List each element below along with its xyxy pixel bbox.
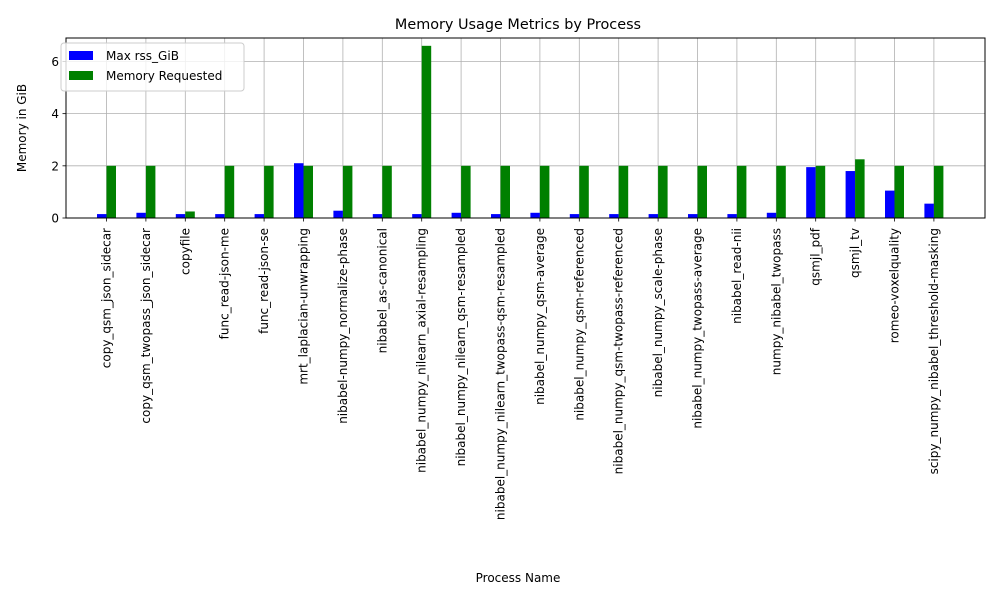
y-tick-label: 0 xyxy=(51,212,59,226)
bar-max-rss xyxy=(97,214,107,218)
y-tick-label: 2 xyxy=(51,159,59,173)
bar-max-rss xyxy=(254,214,265,218)
bar-memory-requested xyxy=(579,165,589,218)
bar-memory-requested xyxy=(224,165,235,218)
x-tick-label: qsmjl_pdf xyxy=(809,227,823,285)
y-tick-label: 6 xyxy=(51,55,59,69)
bar-memory-requested xyxy=(658,165,668,218)
x-tick-label: nibabel_numpy_nilearn_twopass-qsm-resamp… xyxy=(494,228,508,520)
bar-memory-requested xyxy=(500,165,510,218)
bar-max-rss xyxy=(175,214,186,218)
bar-max-rss xyxy=(845,171,856,218)
legend-swatch xyxy=(69,71,93,80)
x-tick-label: romeo-voxelquality xyxy=(888,228,902,343)
bar-memory-requested xyxy=(421,45,432,219)
bar-max-rss xyxy=(609,214,619,218)
x-tick-label: nibabel_numpy_twopass-average xyxy=(691,228,705,429)
bar-max-rss xyxy=(885,190,895,218)
bar-max-rss xyxy=(451,212,462,218)
bar-memory-requested xyxy=(342,165,353,218)
x-tick-label: func_read-json-se xyxy=(257,228,271,334)
bar-memory-requested xyxy=(185,211,195,218)
x-tick-label: copy_qsm_twopass_json_sidecar xyxy=(139,228,153,424)
bars xyxy=(97,45,944,219)
bar-max-rss xyxy=(766,212,777,218)
x-tick-label: nibabel_numpy_qsm-average xyxy=(533,228,547,405)
x-tick-label: nibabel_read-nii xyxy=(730,228,744,324)
x-tick-label: nibabel_numpy_nilearn_axial-resampling xyxy=(415,228,429,473)
bar-memory-requested xyxy=(736,165,747,218)
bar-memory-requested xyxy=(264,165,274,218)
chart-title: Memory Usage Metrics by Process xyxy=(395,17,641,33)
bar-memory-requested xyxy=(894,165,904,218)
bar-max-rss xyxy=(136,212,146,218)
y-axis-label: Memory in GiB xyxy=(15,84,29,172)
x-tick-label: nibabel_numpy_qsm-referenced xyxy=(572,228,586,421)
x-tick-label: copy_qsm_json_sidecar xyxy=(100,228,114,368)
bar-max-rss xyxy=(924,203,934,218)
bar-max-rss xyxy=(530,212,540,218)
bar-max-rss xyxy=(294,163,304,218)
x-axis-label: Process Name xyxy=(476,571,561,585)
bar-max-rss xyxy=(215,214,225,218)
bar-memory-requested xyxy=(382,165,392,218)
x-tick-label: qsmjl_tv xyxy=(848,228,862,278)
bar-max-rss xyxy=(806,167,816,218)
x-tick-label: nibabel_numpy_scale-phase xyxy=(651,228,665,397)
bar-memory-requested xyxy=(815,165,826,218)
plot-frame xyxy=(65,37,986,219)
bar-memory-requested xyxy=(855,159,865,218)
legend-label: Max rss_GiB xyxy=(106,49,179,63)
x-tick-label: numpy_nibabel_twopass xyxy=(769,228,783,375)
bar-memory-requested xyxy=(776,165,786,218)
bar-max-rss xyxy=(648,214,659,218)
x-tick-label: nibabel_as-canonical xyxy=(375,228,389,353)
bar-memory-requested xyxy=(303,165,313,218)
legend-swatch xyxy=(69,51,93,60)
bar-max-rss xyxy=(569,214,580,218)
bar-max-rss xyxy=(333,210,343,218)
bar-max-rss xyxy=(372,214,383,218)
x-tick-label: copyfile xyxy=(178,228,192,275)
bar-memory-requested xyxy=(145,165,156,218)
bar-memory-requested xyxy=(933,165,944,218)
bar-memory-requested xyxy=(618,165,629,218)
bar-max-rss xyxy=(727,214,737,218)
x-tick-label: nibabel_numpy_qsm-twopass-referenced xyxy=(612,228,626,474)
legend: Max rss_GiB Memory Requested xyxy=(60,42,245,92)
bar-max-rss xyxy=(412,214,422,218)
y-tick-label: 4 xyxy=(51,107,59,121)
x-axis: copy_qsm_json_sidecar copy_qsm_twopass_js… xyxy=(100,218,941,520)
legend-box xyxy=(60,42,245,92)
bar-max-rss xyxy=(688,214,698,218)
bar-memory-requested xyxy=(697,165,707,218)
x-tick-label: func_read-json-me xyxy=(218,228,232,339)
x-tick-label: mrt_laplacian-unwrapping xyxy=(297,228,311,385)
x-tick-label: nibabel-numpy_normalize-phase xyxy=(336,228,350,424)
bar-memory-requested xyxy=(539,165,550,218)
x-tick-label: scipy_numpy_nibabel_threshold-masking xyxy=(927,228,941,474)
bar-max-rss xyxy=(491,214,501,218)
x-tick-label: nibabel_numpy_nilearn_qsm-resampled xyxy=(454,228,468,466)
legend-label: Memory Requested xyxy=(106,69,222,83)
bar-memory-requested xyxy=(461,165,471,218)
bar-memory-requested xyxy=(106,165,116,218)
